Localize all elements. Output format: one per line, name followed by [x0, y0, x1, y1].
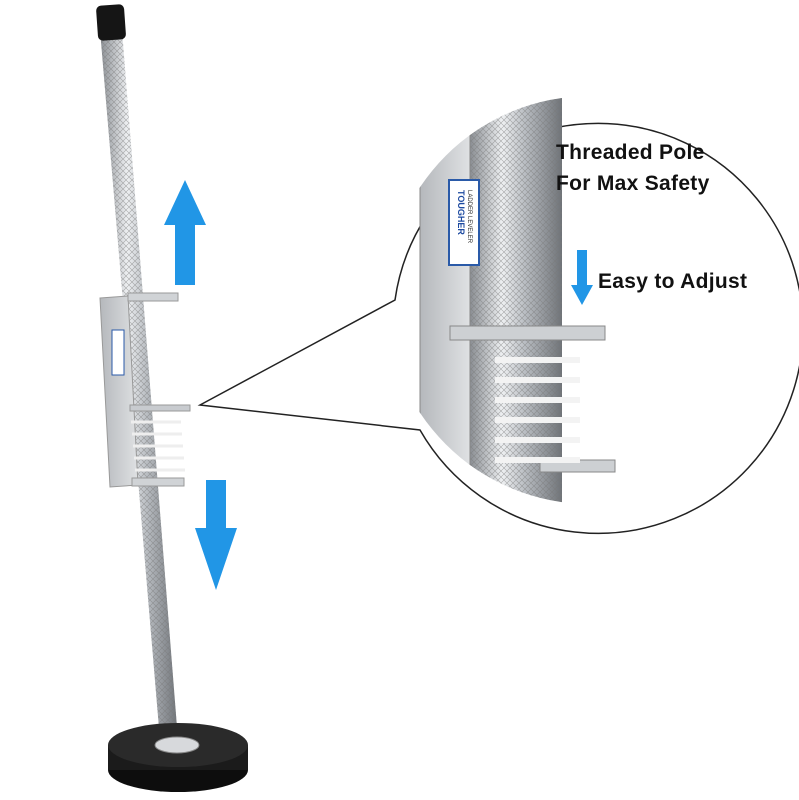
- feature-line: For Max Safety: [556, 172, 710, 195]
- bracket: [99, 292, 191, 488]
- spring-detail: [495, 357, 580, 463]
- arrow-down-icon: [571, 250, 593, 305]
- pole: [96, 4, 178, 740]
- pole-cap: [96, 4, 126, 41]
- arrow-up-icon: [164, 180, 206, 285]
- brand-label: [448, 179, 480, 266]
- callout-bubble: TOUGHER LADDER LEVELER: [197, 96, 799, 535]
- feature-easy-adjust: Easy to Adjust: [598, 270, 748, 293]
- rubber-base: [108, 723, 248, 792]
- brand-label-subtitle: LADDER LEVELER: [466, 190, 472, 244]
- feature-threaded-pole: Threaded Pole For Max Safety: [556, 137, 710, 199]
- arrow-down-icon: [195, 480, 237, 590]
- feature-line: Threaded Pole: [556, 141, 705, 164]
- brand-label-text: TOUGHER: [456, 190, 466, 235]
